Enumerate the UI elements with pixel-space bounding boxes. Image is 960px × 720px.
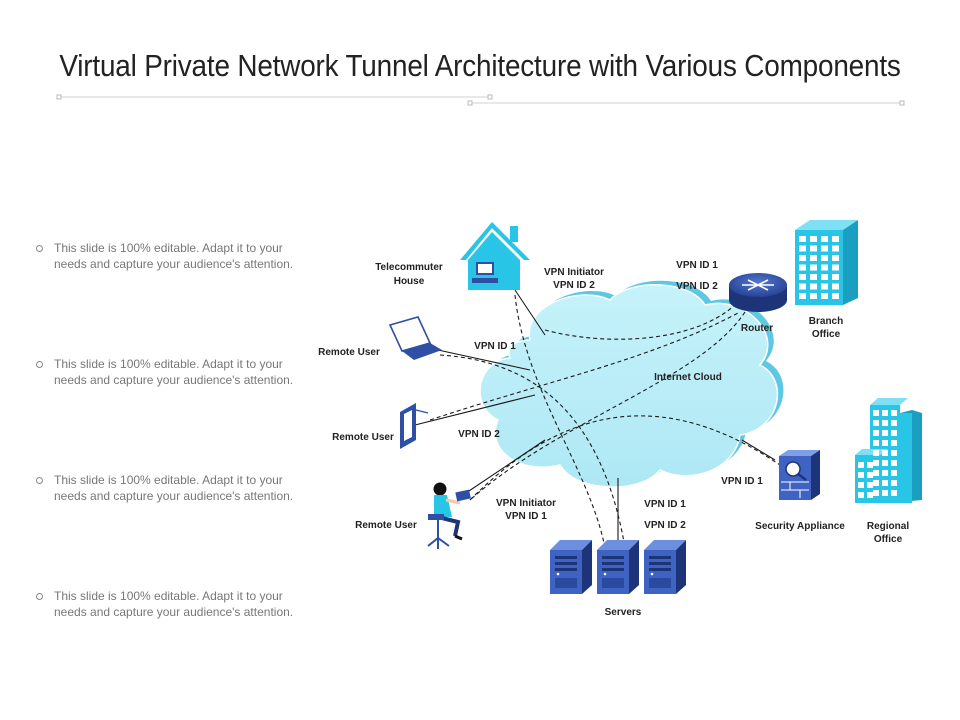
servers-label: Servers [605,607,642,618]
remote-user-label: Remote User [332,432,394,443]
bullet-text: This slide is 100% editable. Adapt it to… [54,589,283,603]
branch-office-label: Branch [809,316,843,327]
vpn-id-label: VPN ID 2 [644,520,686,531]
laptop-link [437,349,531,371]
house-link [514,289,546,336]
tablet-link [414,394,536,426]
house-icon [460,222,530,290]
vpn-id-label: VPN ID 1 [474,341,516,352]
tablet-icon [400,403,429,449]
security-appliance-icon [779,450,820,500]
branch-office-building-icon [795,220,858,305]
vpn-id-label: VPN ID 2 [676,281,718,292]
vpn-id-label: VPN ID 2 [458,429,500,440]
server-tower-icon [550,540,592,594]
branch-office-label: Office [812,329,841,340]
regional-office-building-icon [855,398,922,503]
person-icon [427,482,471,549]
vpn-id-label: VPN ID 1 [644,499,686,510]
bullet-icon [36,593,43,600]
router-icon [729,273,787,312]
bullet-icon [36,245,43,252]
servers-icon [550,540,686,594]
remote-user-label: Remote User [355,520,417,531]
bullet-text: needs and capture your audience's attent… [54,489,294,503]
laptop-server-tunnel [439,354,626,549]
page-title: Virtual Private Network Tunnel Architect… [59,48,901,83]
bullet-text: needs and capture your audience's attent… [54,257,294,271]
regional-office-label: Office [874,534,903,545]
bullet-icon [36,361,43,368]
router-label: Router [741,323,773,334]
telecommuter-label: Telecommuter [375,262,443,273]
regional-office-label: Regional [867,521,909,532]
vpn-initiator-label: VPN Initiator [496,498,556,509]
vpn-id-label: VPN ID 1 [676,260,718,271]
vpn-initiator-label: VPN ID 2 [553,280,595,291]
bullet-text: This slide is 100% editable. Adapt it to… [54,241,283,255]
internet-cloud-icon [479,280,784,488]
person-security-tunnel [469,415,781,501]
vpn-id-label: VPN ID 1 [721,476,763,487]
telecommuter-label: House [394,276,425,287]
bullet-text: This slide is 100% editable. Adapt it to… [54,473,283,487]
server-tower-icon [597,540,639,594]
laptop-icon [388,316,442,360]
tablet-router-tunnel [429,311,741,421]
vpn-initiator-label: VPN ID 1 [505,511,547,522]
security-appliance-label: Security Appliance [755,521,845,532]
house-router-tunnel [544,304,736,340]
title-divider [56,94,905,106]
vpn-initiator-label: VPN Initiator [544,267,604,278]
internet-cloud-label: Internet Cloud [654,372,722,383]
security-link [741,439,776,461]
bullet-icon [36,477,43,484]
house-server-tunnel [514,294,606,549]
remote-user-label: Remote User [318,347,380,358]
connection-lines [414,289,781,550]
bullet-text: This slide is 100% editable. Adapt it to… [54,357,283,371]
bullet-text: needs and capture your audience's attent… [54,373,294,387]
bullet-text: needs and capture your audience's attent… [54,605,294,619]
server-tower-icon [644,540,686,594]
